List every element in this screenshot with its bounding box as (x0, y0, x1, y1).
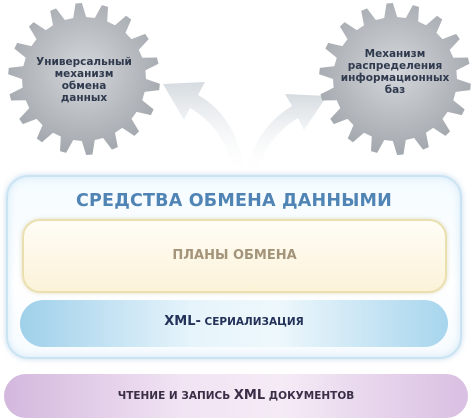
arrows-layer (163, 82, 327, 170)
exchange-plans-box: ПЛАНЫ ОБМЕНА (22, 219, 447, 293)
gear-left: Универсальный механизм обмена данных (5, 0, 163, 158)
gear-outline (8, 3, 160, 155)
gear-outline (319, 3, 471, 155)
gear-left-label: Универсальный механизм обмена данных (36, 56, 132, 104)
gear-icon (319, 3, 471, 155)
xml-read-write-bar: ЧТЕНИЕ И ЗАПИСЬ XML ДОКУМЕНТОВ (4, 374, 468, 418)
read-write-prefix: ЧТЕНИЕ И ЗАПИСЬ (117, 390, 234, 402)
data-exchange-tools-title: СРЕДСТВА ОБМЕНА ДАННЫМИ (75, 191, 393, 211)
exchange-plans-label: ПЛАНЫ ОБМЕНА (172, 248, 297, 263)
gear-icon (8, 3, 160, 155)
arrow-left-icon (163, 82, 244, 170)
gear-right-label: Механизм распределения информационных ба… (340, 48, 450, 96)
xml-prefix: XML- (164, 314, 201, 329)
gear-right: Механизм распределения информационных ба… (316, 0, 474, 158)
xml-serialization-label: XML- СЕРИАЛИЗАЦИЯ (20, 314, 448, 329)
xml-serialization-box: XML- СЕРИАЛИЗАЦИЯ (20, 300, 448, 347)
documents-text: ДОКУМЕНТОВ (265, 390, 355, 402)
xml-text: XML (233, 388, 266, 403)
serialization-text: СЕРИАЛИЗАЦИЯ (200, 316, 304, 328)
arrow-right-icon (248, 94, 327, 170)
xml-read-write-label: ЧТЕНИЕ И ЗАПИСЬ XML ДОКУМЕНТОВ (4, 388, 468, 403)
data-exchange-tools-box: СРЕДСТВА ОБМЕНА ДАННЫМИ ПЛАНЫ ОБМЕНА XML… (6, 175, 462, 359)
